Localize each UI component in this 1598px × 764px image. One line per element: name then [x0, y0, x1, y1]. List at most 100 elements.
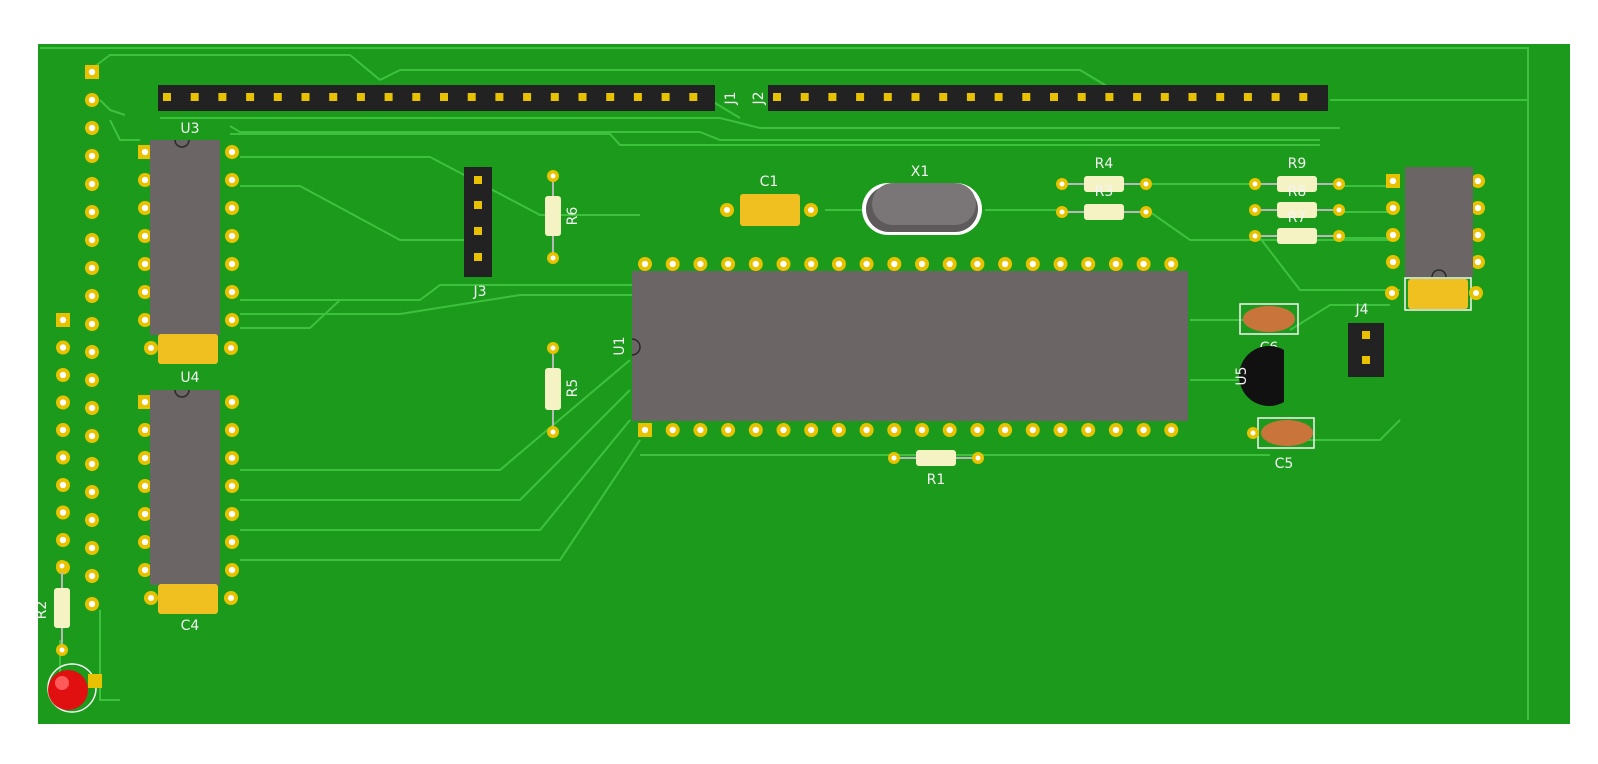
- label-c1: C1: [760, 174, 779, 190]
- resistor-r2: R2: [34, 560, 70, 656]
- ic-pad-hole: [1001, 260, 1009, 268]
- ic-pad-hole: [863, 426, 870, 434]
- ic-pad-hole: [1389, 258, 1397, 266]
- ic-pad-hole: [228, 398, 236, 406]
- resistor-r7: R7: [1249, 210, 1345, 244]
- ic-pad-hole: [835, 260, 843, 268]
- label-c4: C4: [181, 618, 200, 634]
- ic-pad-hole: [1474, 258, 1482, 266]
- p1-pad-hole: [88, 376, 96, 384]
- header-pin: [301, 93, 310, 101]
- header-pin: [1050, 93, 1058, 101]
- ic-pad-hole: [918, 426, 926, 434]
- header-j3: J3: [464, 167, 492, 300]
- ic-pad-hole: [141, 204, 149, 212]
- header-pin: [273, 93, 282, 101]
- ic-pad-hole: [141, 510, 149, 518]
- ic-pad-hole: [808, 260, 815, 268]
- p1-pad-hole: [88, 460, 96, 468]
- label-j3: J3: [472, 284, 486, 300]
- ic-pad-hole: [1085, 260, 1092, 268]
- header-j2: J2: [751, 85, 1328, 111]
- header-pin: [773, 93, 781, 101]
- ic-pad-hole: [228, 426, 236, 434]
- header-pin: [883, 93, 892, 101]
- header-j1-pins: [163, 93, 698, 101]
- ic-right-pads: [1386, 174, 1485, 269]
- ic-pad-hole: [228, 482, 236, 490]
- header-pin: [689, 93, 698, 101]
- ic-pad-hole: [1085, 426, 1092, 434]
- label-r9: R9: [1288, 156, 1307, 172]
- header-pin: [329, 93, 338, 101]
- header-pin: [633, 93, 642, 101]
- ic-right-8pin: [1386, 167, 1485, 278]
- resistor-r9: R9: [1249, 156, 1345, 192]
- ic-pad-hole: [1389, 177, 1397, 185]
- ic-pad-hole: [863, 260, 870, 268]
- header-pin: [190, 93, 199, 101]
- header-pin: [661, 93, 670, 101]
- transistor-u5: U5: [1234, 346, 1284, 406]
- label-r6: R6: [565, 207, 581, 226]
- ic-pad-hole: [228, 538, 236, 546]
- p1-pad-hole: [88, 572, 96, 580]
- ic-pad-hole: [141, 454, 149, 462]
- ic-pad-hole: [780, 426, 787, 434]
- capacitor-c4: C4: [144, 584, 238, 634]
- ic-pad-hole: [946, 260, 953, 268]
- ic-pad-hole: [669, 426, 676, 434]
- p1-pad-hole: [88, 320, 96, 328]
- label-r3: R3: [1095, 184, 1114, 200]
- ic-pad-hole: [808, 426, 815, 434]
- resistor-r5: R5: [545, 342, 581, 438]
- header-pin: [1133, 93, 1142, 101]
- ic-pad-hole: [1474, 204, 1482, 212]
- header-pin: [467, 93, 476, 101]
- header-pin: [356, 93, 365, 101]
- ic-pad-hole: [669, 260, 676, 268]
- label-c5: C5: [1275, 456, 1294, 472]
- ic-pad-hole: [1168, 426, 1175, 434]
- capacitor-under-u3: [144, 334, 238, 364]
- p2-pad-hole: [59, 316, 67, 324]
- header-pin: [218, 93, 227, 101]
- ic-pad-hole: [228, 454, 236, 462]
- p2-pad-hole: [59, 399, 67, 406]
- label-r4: R4: [1095, 156, 1114, 172]
- p2-pad-hole: [59, 481, 67, 489]
- header-pin: [578, 93, 587, 101]
- resistor-r4: R4: [1056, 156, 1152, 192]
- ic-u1-pads: [638, 257, 1179, 437]
- header-pin: [1299, 93, 1308, 101]
- resistor-r6: R6: [545, 170, 581, 264]
- p1-pad-hole: [88, 516, 96, 524]
- ic-pad-hole: [228, 510, 236, 518]
- resistor-r8: R8: [1249, 184, 1345, 218]
- header-pin: [384, 93, 393, 101]
- capacitor-c1: C1: [720, 174, 818, 226]
- ic-pad-hole: [1140, 426, 1147, 434]
- capacitor-under-right-ic: [1385, 277, 1483, 311]
- ic-pad-hole: [141, 232, 149, 240]
- ic-pad-hole: [141, 398, 149, 406]
- header-pin: [246, 93, 255, 101]
- header-pin: [1105, 93, 1114, 101]
- ic-pad-hole: [641, 260, 649, 268]
- header-pin: [606, 93, 615, 101]
- ic-pad-hole: [697, 260, 704, 268]
- ic-pad-hole: [141, 482, 149, 490]
- ic-pad-hole: [228, 148, 236, 156]
- p2-pad-hole: [59, 454, 67, 461]
- ic-pad-hole: [228, 232, 236, 240]
- p1-pad-hole: [88, 208, 96, 216]
- ic-pad-hole: [1168, 260, 1175, 268]
- p1-pad-hole: [88, 152, 96, 160]
- ic-u4-pads: [138, 395, 239, 577]
- p1-pad-hole: [88, 292, 96, 300]
- p1-pad-hole: [88, 432, 96, 440]
- ic-u1: U1: [612, 257, 1188, 437]
- copper-traces: [40, 47, 1529, 720]
- ic-pad-hole: [1474, 177, 1482, 185]
